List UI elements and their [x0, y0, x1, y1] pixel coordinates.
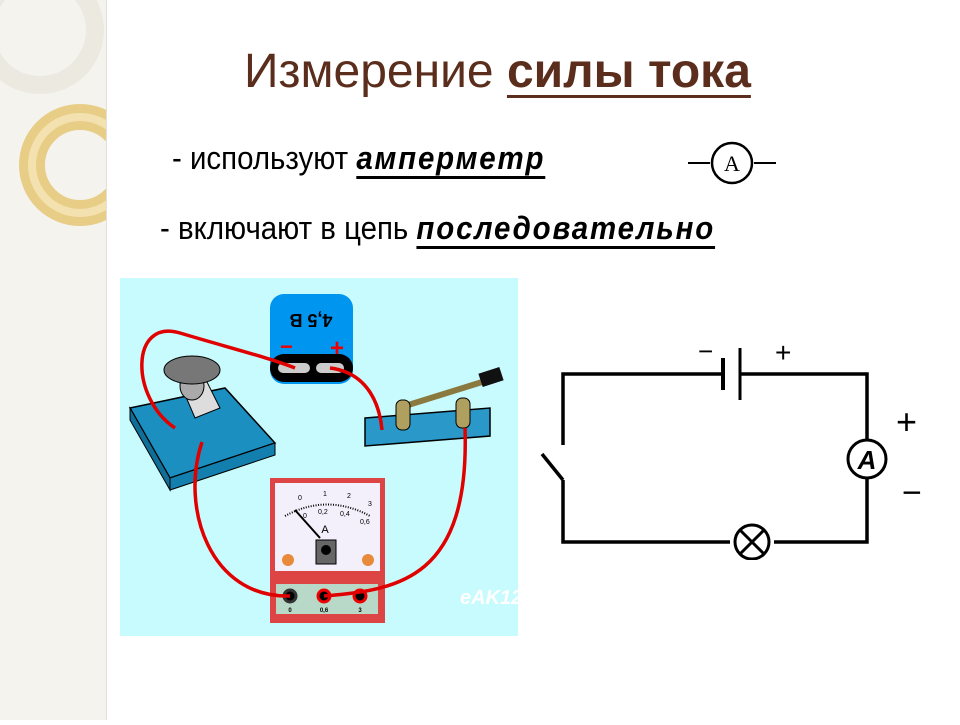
terminal-label-2: 3	[358, 608, 362, 614]
knife-switch-icon	[364, 366, 504, 447]
circuit-schematic-svg: − + A + −	[540, 336, 922, 561]
wire-bottom-right	[774, 476, 869, 544]
ammeter-symbol-letter: A	[724, 151, 740, 176]
wire-top-right	[740, 372, 869, 442]
scale-bottom-2: 0,4	[340, 511, 350, 518]
meter-unit: A	[321, 524, 329, 536]
ammeter-symbol-icon: A	[688, 141, 776, 185]
scale-top-0: 0	[298, 495, 302, 502]
page-title: Измерение силы тока	[244, 44, 751, 99]
bullet1-emphasis: амперметр	[356, 140, 546, 176]
terminal-label-0: 0	[288, 608, 292, 614]
scale-top-2: 2	[347, 493, 351, 500]
bullet2-prefix: - включают в цепь	[160, 210, 409, 246]
schematic-ammeter-letter: A	[857, 445, 877, 475]
lamp-symbol-icon	[733, 523, 771, 561]
schematic-ammeter-minus: −	[902, 474, 922, 512]
wire-top-left	[561, 372, 723, 445]
scale-top-3: 3	[368, 501, 372, 508]
wires	[140, 329, 467, 598]
circuit-schematic: − + A + −	[530, 330, 940, 565]
battery-symbol-icon	[721, 348, 742, 400]
title-normal: Измерение	[244, 45, 494, 98]
terminal-label-1: 0,6	[320, 608, 329, 614]
wire-bottom-left	[561, 480, 730, 544]
schematic-battery-plus: +	[775, 337, 791, 368]
switch-blade-icon	[540, 452, 565, 482]
scale-bottom-0: 0	[303, 513, 307, 520]
lamp-on-stand-icon	[128, 355, 277, 492]
scale-top-1: 1	[323, 491, 327, 498]
bullet-ammeter: - используют амперметр	[172, 140, 545, 177]
scale-bottom-1: 0,2	[318, 509, 328, 516]
decorative-sidebar	[0, 0, 141, 720]
circuit-illustration: 4,5 В − + A 0	[120, 278, 522, 636]
ammeter-device-icon: A 0 1 2 3 0 0,2 0,4 0,6 0 0,6 3	[270, 478, 385, 623]
ammeter-schematic-icon: A	[846, 438, 888, 480]
bullet1-prefix: - используют	[172, 140, 349, 176]
bullet2-emphasis: последовательно	[416, 210, 716, 246]
decorative-rings	[0, 0, 141, 226]
schematic-battery-minus: −	[698, 336, 713, 366]
circuit-illustration-svg: 4,5 В − + A 0	[128, 294, 522, 623]
bullet-series: - включают в цепь последовательно	[160, 210, 715, 247]
watermark: eAK12	[460, 587, 518, 609]
battery-minus: −	[280, 334, 293, 359]
battery-plus: +	[330, 335, 344, 362]
battery-label: 4,5 В	[289, 310, 332, 330]
scale-bottom-3: 0,6	[360, 519, 370, 526]
title-bold: силы тока	[506, 45, 751, 98]
schematic-ammeter-plus: +	[896, 401, 917, 442]
